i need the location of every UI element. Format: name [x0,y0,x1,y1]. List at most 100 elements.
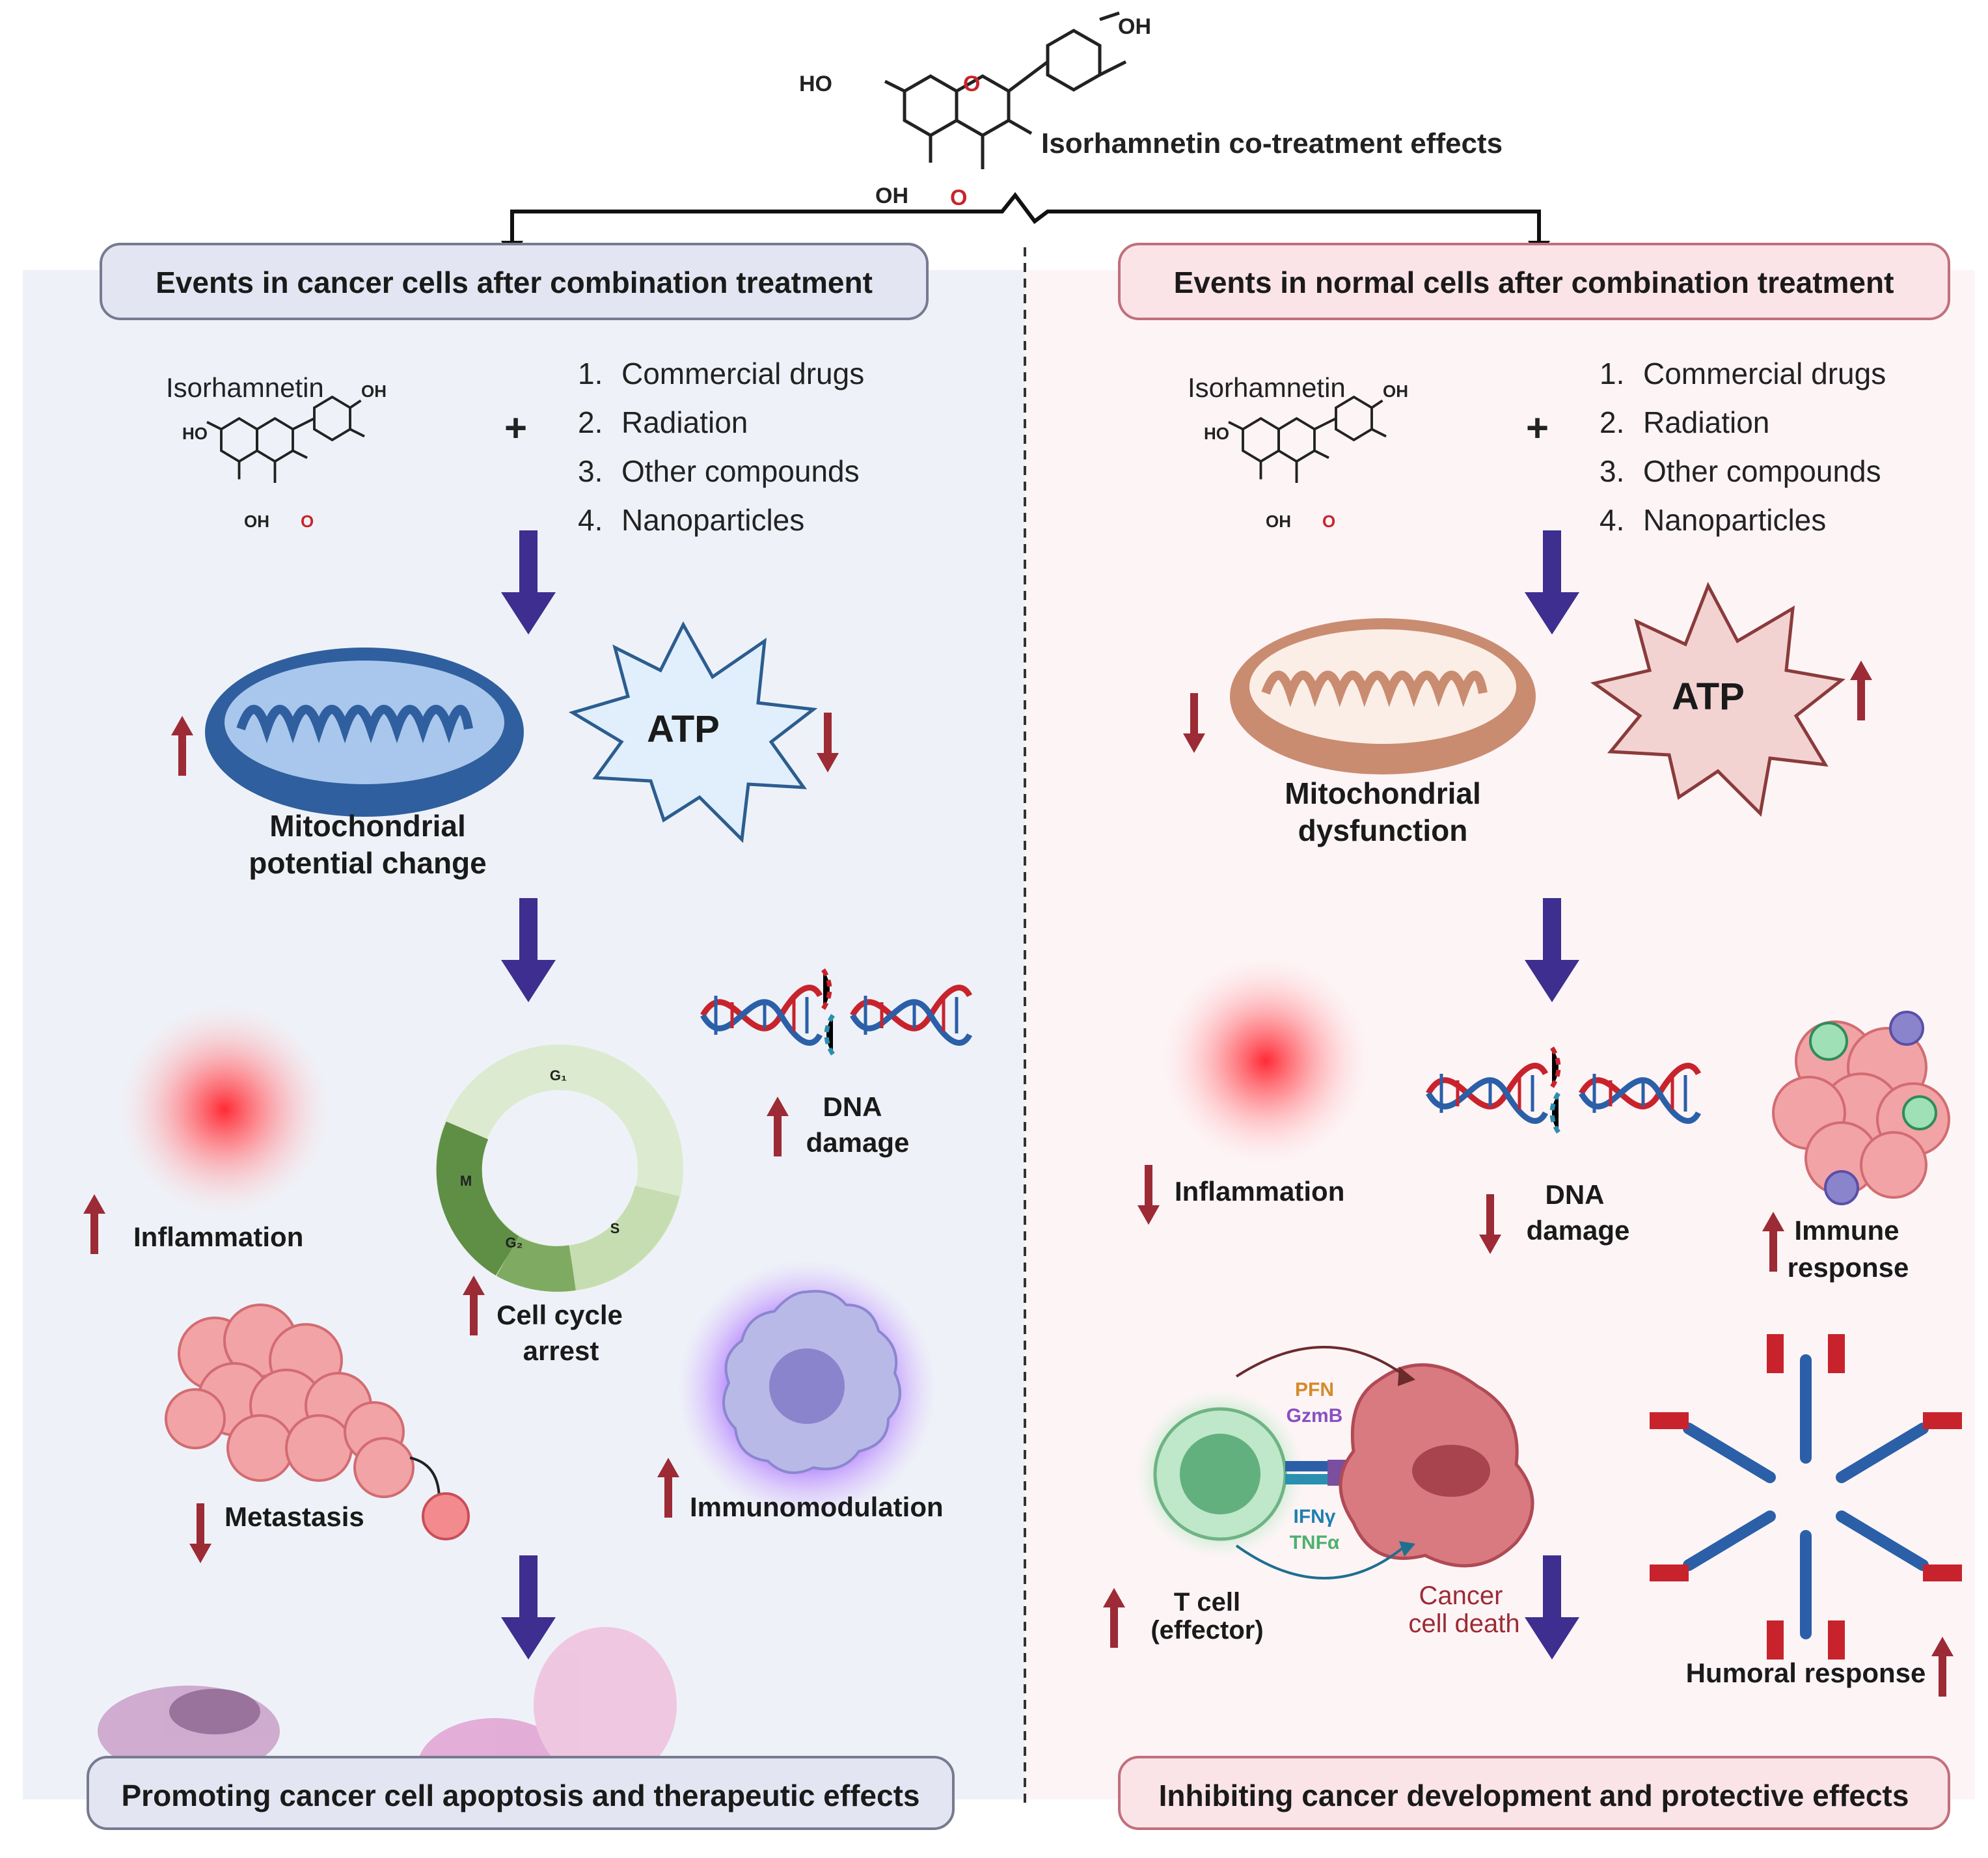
left-mol-oh-bottom: OH [244,512,269,531]
cancer-death-label-line1: Cancer [1419,1581,1503,1610]
left-treatment-num-2: 2. [578,405,603,439]
left-footer-text: Promoting cancer cell apoptosis and ther… [122,1779,920,1812]
right-mito-label-line2: dysfunction [1298,813,1468,847]
antibody-icon [1650,1334,1962,1660]
right-molecule [1228,395,1387,484]
ifng-label: IFNγ [1293,1506,1335,1527]
left-cell-cycle-label-line2: arrest [523,1335,599,1366]
mol-top-oh: OH [1118,14,1151,39]
right-dna-label-line1: DNA [1545,1179,1605,1210]
left-dna-label-line2: damage [806,1127,910,1158]
left-inflammation-icon [117,1002,332,1217]
left-treatment-num-3: 3. [578,454,603,488]
left-compound-name: Isorhamnetin [166,372,324,403]
phase-s-label: S [610,1220,620,1236]
immune-response-icon [1772,1011,1950,1205]
tcell-label-line1: T cell [1174,1588,1240,1617]
left-metastasis-label: Metastasis [225,1501,364,1532]
left-mito-label-line2: potential change [249,846,486,880]
cytokine-signal-arrow [1235,1544,1407,1579]
tcell-label-line2: (effector) [1151,1616,1263,1645]
phase-g2-label: G₂ [506,1235,523,1251]
left-treatment-num-4: 4. [578,503,603,537]
left-treatment-3: Other compounds [621,454,860,488]
right-mito-label-line1: Mitochondrial [1285,776,1481,810]
mol-ring-o: O [963,72,980,96]
figure-title: Isorhamnetin co-treatment effects [1041,128,1503,159]
right-dna-icon [1428,1046,1698,1134]
right-atp-burst [1590,581,1845,817]
right-mol-oh-top: OH [1383,381,1408,401]
right-immune-label-line2: response [1788,1252,1909,1283]
mol-bottom-oh: OH [875,184,908,208]
right-treatment-num-4: 4. [1600,503,1624,537]
left-atp-label: ATP [647,708,720,750]
right-dna-label-line2: damage [1527,1215,1630,1246]
left-header-box [100,243,929,320]
metastatic-cell-icon [422,1492,470,1540]
cell-cycle-ring [436,1045,683,1292]
isorhamnetin-structure-top [884,11,1127,169]
left-treatment-2: Radiation [621,405,748,439]
right-mol-ho: HO [1204,424,1229,443]
left-treatment-4: Nanoparticles [621,503,804,537]
mol-top-ho: HO [799,72,832,96]
right-treatment-4: Nanoparticles [1643,503,1826,537]
left-atp-burst [568,621,818,843]
tcell-receptor-complex [1285,1460,1354,1486]
phase-m-label: M [460,1173,472,1189]
metastasis-tumor-icon [165,1304,415,1498]
metastasis-spread-arrow [409,1456,441,1501]
left-footer-box [87,1756,955,1830]
right-header-text: Events in normal cells after combination… [1174,266,1894,299]
immune-cell-nucleus [769,1348,845,1424]
left-mito-label-line1: Mitochondrial [269,809,466,843]
left-mol-ho: HO [182,424,208,443]
left-cell-cycle-label-line1: Cell cycle [497,1300,623,1330]
left-mitochondrion [205,648,524,817]
cytotoxic-signal-arrowhead [1398,1367,1415,1386]
right-treatment-3: Other compounds [1643,454,1881,488]
right-compound-name: Isorhamnetin [1188,372,1346,403]
left-header-text: Events in cancer cells after combination… [156,266,873,299]
cancer-death-label-line2: cell death [1408,1609,1519,1638]
right-mol-o: O [1322,512,1335,531]
left-inflammation-label: Inflammation [133,1222,303,1252]
tnfa-label: TNFα [1290,1532,1340,1553]
right-inflammation-label: Inflammation [1175,1176,1344,1207]
left-immunomodulation-label: Immunomodulation [690,1492,944,1522]
left-molecule [206,395,365,484]
left-mol-oh-top: OH [361,381,387,401]
right-inflammation-icon [1162,957,1370,1165]
right-treatment-1: Commercial drugs [1643,357,1886,390]
right-treatment-num-2: 2. [1600,405,1624,439]
gzmb-label: GzmB [1287,1405,1343,1427]
left-treatment-1: Commercial drugs [621,357,864,390]
left-mol-o: O [301,512,314,531]
cytokine-signal-arrowhead [1399,1541,1415,1557]
branch-connector [510,192,1541,244]
right-header-box [1118,243,1950,320]
right-footer-text: Inhibiting cancer development and protec… [1159,1779,1909,1812]
right-treatment-list: 1. Commercial drugs 2. Radiation 3. Othe… [1600,357,1886,537]
right-treatment-num-3: 3. [1600,454,1624,488]
left-treatment-num-1: 1. [578,357,603,390]
phase-g1-label: G₁ [550,1067,567,1084]
humoral-label: Humoral response [1686,1658,1926,1688]
mol-ketone-o: O [950,185,967,210]
cancer-cell-nucleus [1412,1445,1490,1497]
pfn-label: PFN [1295,1379,1334,1400]
right-treatment-2: Radiation [1643,405,1769,439]
tcell-nucleus [1180,1434,1260,1514]
right-plus: + [1526,406,1549,450]
right-immune-label-line1: Immune [1794,1215,1899,1246]
left-treatment-list: 1. Commercial drugs 2. Radiation 3. Othe… [578,357,864,537]
cytotoxic-signal-arrow [1235,1346,1407,1378]
right-mitochondrion [1230,618,1536,774]
right-mol-oh-bottom: OH [1266,512,1291,531]
left-dna-icon [703,968,970,1056]
left-plus: + [504,406,527,450]
right-atp-label: ATP [1672,676,1745,718]
